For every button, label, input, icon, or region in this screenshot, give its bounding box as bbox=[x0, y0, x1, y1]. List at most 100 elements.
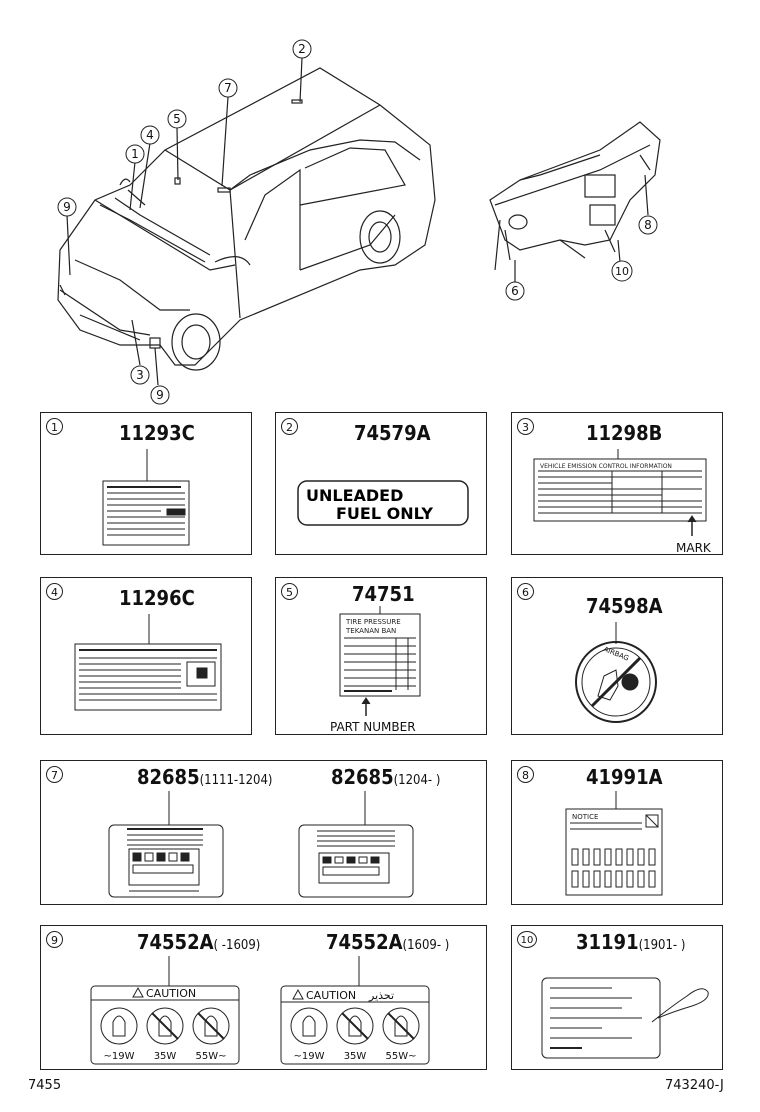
panel-10: 10 31191(1901- ) bbox=[511, 925, 723, 1070]
unleaded-label: UNLEADED FUEL ONLY bbox=[297, 480, 469, 526]
label-line-1: UNLEADED bbox=[306, 486, 403, 505]
notice-cell bbox=[648, 870, 656, 888]
date-range-a: (1111-1204) bbox=[199, 773, 273, 788]
svg-text:10: 10 bbox=[615, 265, 629, 278]
notice-cell bbox=[648, 848, 656, 866]
label-illustration bbox=[102, 449, 190, 546]
part-number: 11293C bbox=[119, 421, 195, 445]
caution-text-b: CAUTION bbox=[306, 989, 356, 1002]
callout-number: 6 bbox=[517, 583, 534, 600]
callout-number: 2 bbox=[281, 418, 298, 435]
bulb-icon bbox=[100, 1007, 138, 1045]
part-number: 74598A bbox=[586, 594, 663, 618]
notice-cell bbox=[571, 848, 579, 866]
part-number-a: 82685(1111-1204) bbox=[137, 765, 272, 789]
svg-text:5: 5 bbox=[173, 112, 181, 126]
wattage-label: ~19W bbox=[104, 1051, 135, 1062]
panel-9: 9 74552A( -1609) 74552A(1609- ) CAUTION … bbox=[40, 925, 487, 1070]
notice-cell bbox=[593, 870, 601, 888]
callout-number: 4 bbox=[46, 583, 63, 600]
part: 31191 bbox=[576, 930, 639, 954]
panel-1: 1 11293C bbox=[40, 412, 252, 555]
footer-left-code: 7455 bbox=[28, 1078, 62, 1093]
part-number-b: 74552A(1609- ) bbox=[326, 930, 449, 954]
svg-text:9: 9 bbox=[63, 200, 71, 214]
panel-3: 3 11298B VEHICLE EMISSION CONTROL INFORM… bbox=[511, 412, 723, 555]
part-number: 41991A bbox=[586, 765, 663, 789]
bulb-icon bbox=[290, 1007, 328, 1045]
label-header-2: TEKANAN BAN bbox=[345, 627, 396, 635]
bulb-shape bbox=[112, 1015, 126, 1037]
part-number-pointer: PART NUMBER bbox=[330, 720, 416, 734]
notice-cell bbox=[637, 870, 645, 888]
date-range-a: ( -1609) bbox=[213, 938, 261, 953]
label-header: VEHICLE EMISSION CONTROL INFORMATION bbox=[540, 463, 672, 470]
part-number: 74751 bbox=[352, 582, 415, 606]
callout-number: 3 bbox=[517, 418, 534, 435]
part-number-a: 74552A( -1609) bbox=[137, 930, 260, 954]
callout-number: 9 bbox=[46, 931, 63, 948]
svg-text:1: 1 bbox=[131, 147, 139, 161]
notice-cell bbox=[582, 870, 590, 888]
svg-text:4: 4 bbox=[146, 128, 154, 142]
wattage-label: 35W bbox=[154, 1051, 177, 1062]
airbag-label: AIRBAG bbox=[575, 622, 657, 723]
vehicle-overview-drawing: 2 7 5 4 1 9 3 9 6 8 10 bbox=[57, 39, 661, 405]
prohibited-slash bbox=[197, 1012, 225, 1040]
prohibited-slash bbox=[387, 1012, 415, 1040]
wattage-label: ~19W bbox=[294, 1051, 325, 1062]
part-b: 74552A bbox=[326, 930, 403, 954]
bulb-icon bbox=[192, 1007, 230, 1045]
panel-8: 8 41991A NOTICE bbox=[511, 760, 723, 905]
date-range: (1901- ) bbox=[638, 938, 686, 953]
label-illustration bbox=[541, 977, 709, 1059]
part-number: 31191(1901- ) bbox=[576, 930, 685, 954]
label-illustration bbox=[74, 614, 222, 711]
part-number: 11298B bbox=[586, 421, 663, 445]
caution-arabic: تحذير bbox=[368, 989, 394, 1002]
notice-cell bbox=[626, 870, 634, 888]
part-b: 82685 bbox=[331, 765, 394, 789]
part-a: 82685 bbox=[137, 765, 200, 789]
callout-number: 5 bbox=[281, 583, 298, 600]
wattage-label: 55W~ bbox=[196, 1051, 227, 1062]
label-header-1: TIRE PRESSURE bbox=[345, 618, 401, 626]
prohibited-slash bbox=[151, 1012, 179, 1040]
callout-number: 8 bbox=[517, 766, 534, 783]
part-a: 74552A bbox=[137, 930, 214, 954]
svg-text:9: 9 bbox=[156, 388, 164, 402]
label-line-2: FUEL ONLY bbox=[336, 504, 433, 523]
bulb-icon bbox=[146, 1007, 184, 1045]
part-number: 11296C bbox=[119, 586, 195, 610]
notice-cell bbox=[582, 848, 590, 866]
wattage-label: 35W bbox=[344, 1051, 367, 1062]
caution-text-a: CAUTION bbox=[146, 987, 196, 1000]
panel-4: 4 11296C bbox=[40, 577, 252, 735]
fuse-labels bbox=[108, 791, 414, 898]
emission-label: VEHICLE EMISSION CONTROL INFORMATION MAR… bbox=[533, 449, 712, 555]
notice-label: NOTICE bbox=[565, 791, 663, 896]
callout-number: 7 bbox=[46, 766, 63, 783]
svg-text:6: 6 bbox=[511, 284, 519, 298]
panel-6: 6 74598A AIRBAG bbox=[511, 577, 723, 735]
bulb-icon bbox=[382, 1007, 420, 1045]
notice-cell bbox=[637, 848, 645, 866]
caution-labels: CAUTION CAUTION تحذير ~19W 35W 55W~ ~19W 35… bbox=[90, 956, 430, 1065]
panel-7: 7 82685(1111-1204) 82685(1204- ) bbox=[40, 760, 487, 905]
svg-text:8: 8 bbox=[644, 218, 652, 232]
date-range-b: (1204- ) bbox=[393, 773, 441, 788]
callout-number: 1 bbox=[46, 418, 63, 435]
wattage-label: 55W~ bbox=[386, 1051, 417, 1062]
prohibited-slash bbox=[341, 1012, 369, 1040]
mark-text: MARK bbox=[676, 541, 712, 555]
svg-text:3: 3 bbox=[136, 368, 144, 382]
footer-right-code: 743240-J bbox=[665, 1078, 724, 1093]
notice-cell bbox=[604, 870, 612, 888]
svg-text:7: 7 bbox=[224, 81, 232, 95]
notice-cell bbox=[571, 870, 579, 888]
notice-cell bbox=[615, 870, 623, 888]
callout-number: 10 bbox=[517, 931, 537, 948]
part-number: 74579A bbox=[354, 421, 431, 445]
notice-header: NOTICE bbox=[572, 813, 598, 821]
notice-cell bbox=[593, 848, 601, 866]
